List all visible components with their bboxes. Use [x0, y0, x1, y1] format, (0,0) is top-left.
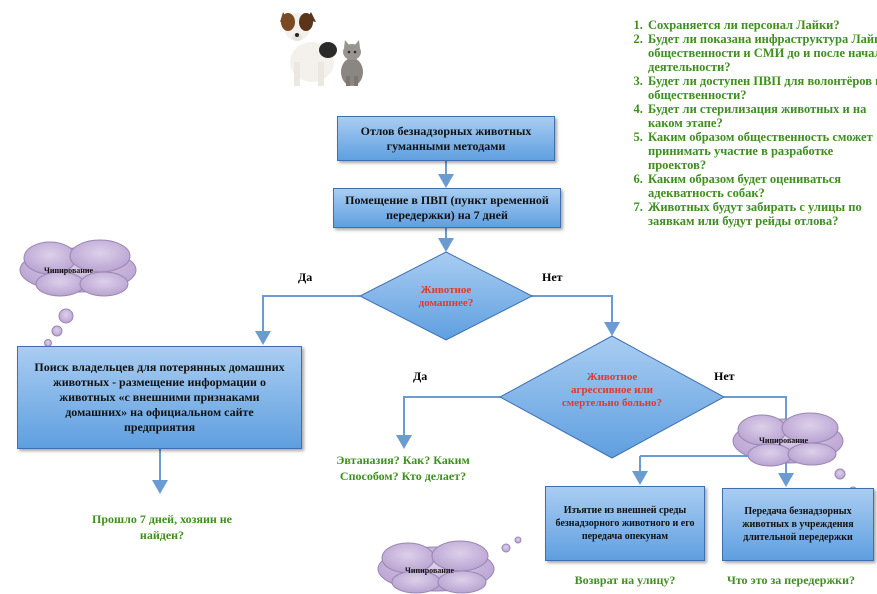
cloud-right-label: Чипирование	[759, 436, 809, 445]
cloud-left-label: Чипирование	[44, 266, 94, 275]
dog-icon	[280, 12, 337, 86]
question-item: Будет ли показана инфраструктура Лайки о…	[646, 32, 877, 74]
guardians-box: Изъятие из внешней среды безнадзорного ж…	[545, 486, 705, 561]
yes-label: Да	[413, 369, 428, 383]
question-item: Животных будут забирать с улицы по заявк…	[646, 200, 877, 228]
capture-text: Отлов безнадзорных животных гуманными ме…	[360, 123, 532, 153]
cloud-bottom-label: Чипирование	[405, 566, 455, 575]
questions-list: Сохраняется ли персонал Лайки? Будет ли …	[626, 18, 877, 228]
no-label: Нет	[542, 270, 563, 284]
cloud-bottom	[377, 536, 522, 594]
guardians-text: Изъятие из внешней среды безнадзорного ж…	[555, 505, 695, 542]
question-item: Каким образом будет оцениваться адекватн…	[646, 172, 877, 200]
what-shelter-note: Что это за передержки?	[727, 573, 855, 587]
owner-search-box: Поиск владельцев для потерянных домашних…	[17, 346, 302, 449]
domestic-decision-diamond	[358, 251, 534, 341]
aggressive-decision-diamond	[498, 335, 726, 459]
cloud-right	[732, 412, 870, 511]
shelter-text: Помещение в ПВП (пункт временной передер…	[345, 193, 549, 222]
aggressive-question: Животное агрессивное или смертельно боль…	[561, 371, 663, 409]
yes-label: Да	[298, 270, 313, 284]
shelter-box: Помещение в ПВП (пункт временной передер…	[333, 188, 561, 228]
question-item: Будет ли стерилизация животных и на како…	[646, 102, 877, 130]
euthanasia-note: Эвтаназия? Как? Каким Способом? Кто дела…	[336, 453, 470, 483]
cat-icon	[341, 40, 363, 86]
cloud-left	[19, 239, 137, 347]
long-term-box: Передача безнадзорных животных в учрежде…	[722, 488, 874, 561]
owner-search-text: Поиск владельцев для потерянных домашних…	[34, 360, 285, 434]
return-street-note: Возврат на улицу?	[574, 573, 676, 587]
seven-days-note: Прошло 7 дней, хозяин не найден?	[91, 512, 233, 542]
question-item: Будет ли доступен ПВП для волонтёров и о…	[646, 74, 877, 102]
capture-box: Отлов безнадзорных животных гуманными ме…	[337, 116, 555, 161]
question-item: Каким образом общественность сможет прин…	[646, 130, 877, 172]
domestic-question: Животное домашнее?	[418, 284, 474, 309]
question-item: Сохраняется ли персонал Лайки?	[646, 18, 877, 32]
long-term-text: Передача безнадзорных животных в учрежде…	[742, 506, 854, 543]
no-label: Нет	[714, 369, 735, 383]
